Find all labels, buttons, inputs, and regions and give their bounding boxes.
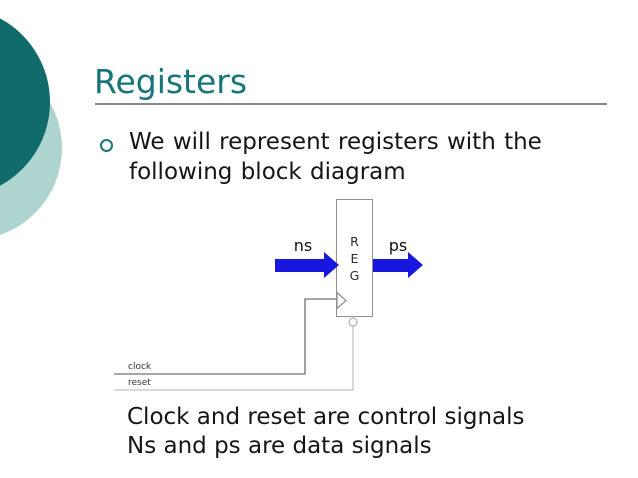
ps-arrow-head-icon: [408, 252, 423, 278]
footer-line-2: Ns and ps are data signals: [127, 433, 432, 459]
footer-text: Clock and reset are control signals Ns a…: [127, 403, 525, 461]
clock-edge-triangle-icon: [336, 291, 347, 310]
reset-wire-label: reset: [128, 378, 151, 388]
ps-arrow-shaft: [373, 259, 408, 272]
title-underline: [95, 103, 607, 105]
slide-title: Registers: [94, 62, 248, 101]
ps-signal-label: ps: [388, 236, 408, 255]
ns-signal-label: ns: [293, 236, 313, 255]
footer-line-1: Clock and reset are control signals: [127, 404, 525, 430]
reg-letter: G: [349, 267, 360, 283]
clock-wire: [114, 298, 336, 375]
bullet-circle-icon: [100, 139, 113, 152]
reset-wire: [114, 326, 354, 391]
clock-wire-label: clock: [128, 362, 152, 372]
ns-arrow-shaft: [275, 259, 325, 272]
reg-letter: E: [350, 250, 359, 266]
ns-arrow-head-icon: [324, 252, 339, 278]
reg-letter: R: [350, 233, 359, 249]
bullet-text: We will represent registers with the fol…: [129, 129, 542, 185]
reset-bubble-icon: [348, 317, 358, 327]
